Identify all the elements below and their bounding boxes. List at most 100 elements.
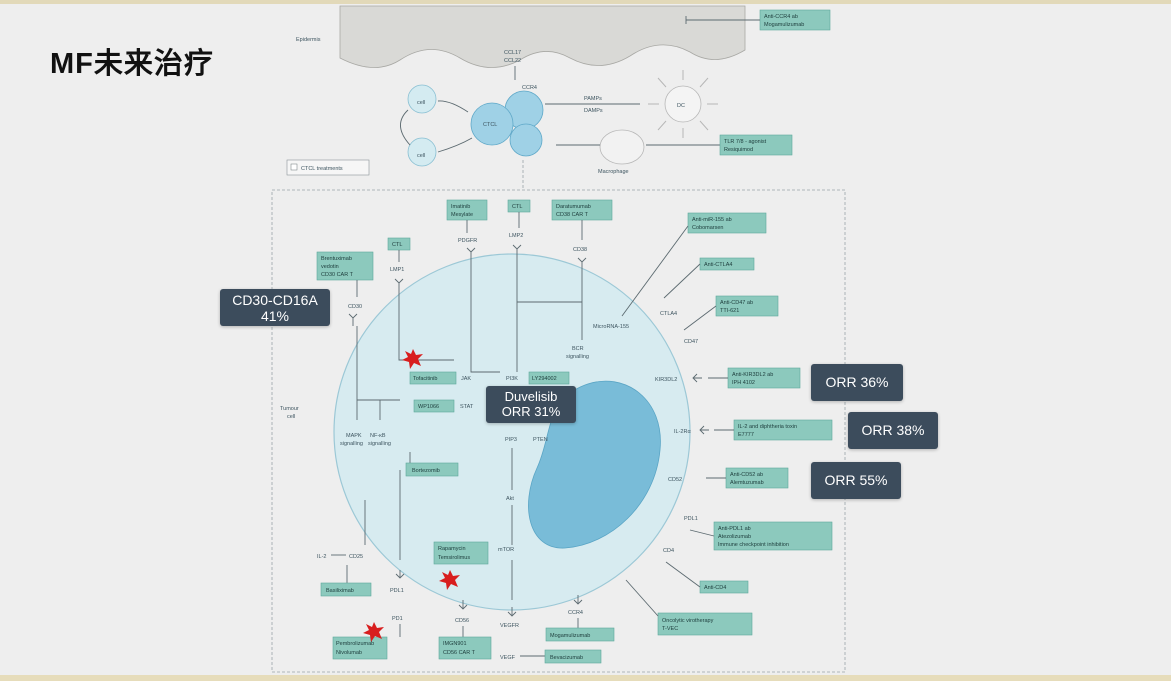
tumour-cell-label-2: cell [287,414,295,420]
pamps-label: PAMPs [584,96,602,102]
treatment-basiliximab: Basiliximab [326,588,354,594]
cd38-label: CD38 [573,247,587,253]
cd56-label: CD56 [455,618,469,624]
ccl22-label: CCL22 [504,58,521,64]
t-cell-lower-label: cell [417,153,425,159]
treatment-imgn901-box [438,636,492,660]
damps-label: DAMPs [584,108,603,114]
epidermis-layer [339,5,746,68]
cd52-label: CD52 [668,477,682,483]
treatment-wp1066-box [413,399,455,413]
treatment-brentuximab-box [316,251,374,281]
treatment-rapamycin-line2: Temsirolimus [438,555,470,561]
pdl1-bottom-label: PDL1 [390,588,404,594]
mapk-label-2: signalling [340,441,363,447]
arrow-curve [400,109,411,146]
ctla4-label: CTLA4 [660,311,677,317]
treatment-mogamulizumab: Mogamulizumab [550,633,590,639]
treatment-bortezomib-box [405,462,459,477]
treatment-ctl-top: CTL [512,204,522,210]
ctcl-label: CTCL [483,122,497,128]
treatment-basiliximab-box [320,582,372,597]
receptor-icon [512,244,522,258]
legend-swatch [290,163,298,171]
akt-label: Akt [506,496,514,502]
callout-duvelisib: Duvelisib ORR 31% [486,386,576,423]
il2ra-label: IL-2Rα [674,429,691,435]
treatment-imgn901-line1: IMGN901 [443,641,467,647]
treatment-bevacizumab-box [544,649,602,664]
pten-label: PTEN [533,437,548,443]
treatment-tlr-line2: Resiquimod [724,147,753,153]
t-cell-lower [407,137,437,167]
treatment-anti-cd47-line2: TTI-621 [720,308,739,314]
jak-label: JAK [461,376,471,382]
inhibit-line [665,561,701,588]
treatment-tlr-line1: TLR 7/8 - agonist [724,139,767,145]
treatment-oncolytic-line1: Oncolytic virotherapy [662,618,714,624]
callout-cd30-line1: CD30-CD16A [232,292,318,308]
treatment-rapamycin-box [433,541,489,565]
receptor-icon [394,278,404,292]
vegfr-label: VEGFR [500,623,519,629]
inhibit-line [625,579,659,617]
bottom-border [0,675,1171,681]
callout-cd30-line2: 41% [260,308,290,324]
cd25-label: CD25 [349,554,363,560]
callout-cd30-cd16a: CD30-CD16A 41% [220,289,330,326]
cd30-label: CD30 [348,304,362,310]
treatment-oncolytic-line2: T-VEC [662,626,678,632]
treatment-cd52-line2: Alemtuzumab [730,480,764,486]
treatment-ly294002: LY294002 [532,376,557,382]
treatment-anti-ccr4-line2: Mogamulizumab [764,22,804,28]
treatment-brentuximab-line3: CD30 CAR T [321,272,354,278]
arrow-curve [437,137,473,153]
legend-label: CTCL treatments [301,166,343,172]
treatment-bevacizumab: Bevacizumab [550,655,583,661]
ccr4-bottom-label: CCR4 [568,610,583,616]
epidermis-label: Epidermis [296,37,321,43]
inhibit-line [663,263,701,299]
treatment-pembrolizumab-box [332,636,388,660]
receptor-icon [348,313,358,326]
pd1-label: PD1 [392,616,403,622]
treatment-dara-line1: Daratumumab [556,204,591,210]
pdgfr-label: PDGFR [458,238,477,244]
macrophage-label: Macrophage [598,169,629,175]
treatment-dara-line2: CD38 CAR T [556,212,589,218]
receptor-icon [692,373,702,383]
callout-duvelisib-line1: Duvelisib [504,389,558,404]
treatment-tofacitinib: Tofacitinib [413,376,437,382]
receptor-icon [573,595,583,605]
receptor-icon [458,600,468,610]
lmp2-label: LMP2 [509,233,523,239]
highlight-star-icon [439,570,460,590]
pip3-label: PIP3 [505,437,517,443]
treatment-antimir-line2: Cobomarsen [692,225,724,231]
dendritic-cell-icon [648,70,718,138]
treatment-kir-line2: IPH 4102 [732,380,755,386]
lmp1-label: LMP1 [390,267,404,273]
treatment-oncolytic-box [657,612,753,636]
treatment-brentuximab-line1: Brentuximab [321,256,352,262]
cd4-label: CD4 [663,548,674,554]
inhibit-line [689,529,715,537]
treatment-ctl-left: CTL [392,242,402,248]
treatment-anti-cd47-line1: Anti-CD47 ab [720,300,753,306]
callout-orr-cd52: ORR 55% [811,462,901,499]
arrow-curve [437,100,469,113]
treatment-pembrolizumab-line2: Nivolumab [336,650,362,656]
treatment-imatinib-line1: Imatinib [451,204,470,210]
ccr4-top-label: CCR4 [522,85,537,91]
ctcl-cell-b [470,102,514,146]
treatment-cd52-line1: Anti-CD52 ab [730,472,763,478]
ccl17-label: CCL17 [504,50,521,56]
treatment-rapamycin-line1: Rapamycin [438,546,466,552]
slide-title: MF未来治疗 [50,48,214,80]
inhibit-line [683,305,717,331]
receptor-icon [507,607,517,617]
inhibit-line [621,225,689,317]
top-border [0,0,1171,4]
treatment-brentuximab-line2: vedotin [321,264,339,270]
